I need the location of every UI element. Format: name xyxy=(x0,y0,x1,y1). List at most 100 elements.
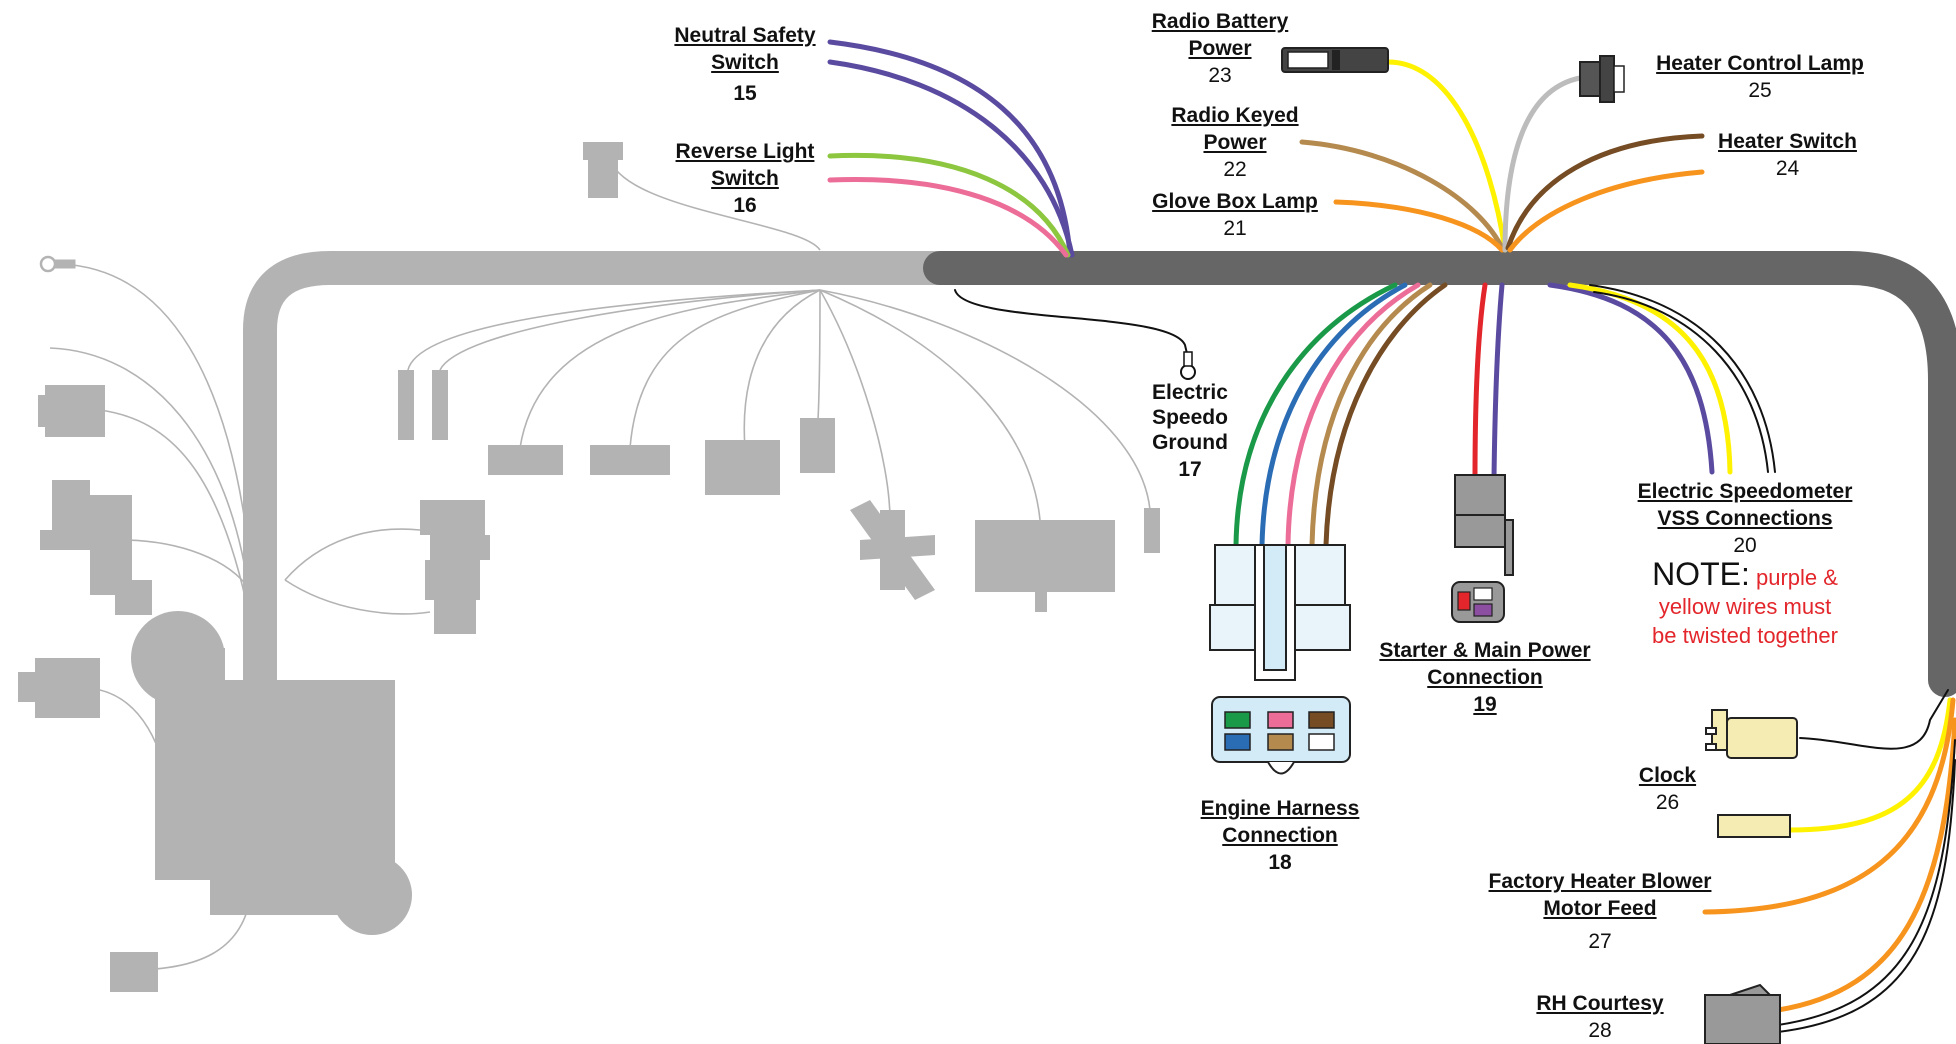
wire-heater-lamp xyxy=(1502,75,1583,253)
label-blower-line2: Motor Feed xyxy=(1543,897,1657,920)
label-blower-line1: Factory Heater Blower xyxy=(1488,870,1712,893)
label-heater-switch: Heater Switch 24 xyxy=(1705,128,1870,182)
label-reverse-light-line1: Reverse Light xyxy=(675,140,815,163)
wire-radio-battery xyxy=(1385,59,1508,253)
label-radio-battery-power: Radio Battery Power 23 xyxy=(1140,8,1300,89)
vss-note: NOTE: purple & yellow wires must be twis… xyxy=(1620,558,1870,650)
label-electric-speedometer-vss: Electric Speedometer VSS Connections 20 xyxy=(1620,478,1870,559)
wire-engine-pink xyxy=(1285,282,1421,548)
label-radio-battery-number: 23 xyxy=(1208,64,1232,87)
connector-mid-5 xyxy=(705,440,780,495)
label-starter-main-power: Starter & Main Power Connection 19 xyxy=(1365,637,1605,718)
wire-heater-switch-brown xyxy=(1505,133,1705,251)
connector-slim-1 xyxy=(398,370,414,440)
connector-mid-1 xyxy=(420,500,490,560)
label-rh-courtesy: RH Courtesy 28 xyxy=(1520,990,1680,1044)
wire-reverse-light-pink xyxy=(827,176,1069,258)
wire-neutral-safety-1 xyxy=(827,39,1073,258)
label-engine-harness-line1: Engine Harness xyxy=(1200,797,1360,820)
label-vss-number: 20 xyxy=(1733,534,1757,557)
wire-clock-black xyxy=(1799,689,1949,750)
label-heater-switch-title: Heater Switch xyxy=(1718,130,1857,153)
connector-slim-2 xyxy=(432,370,448,440)
wire-engine-green xyxy=(1233,282,1398,548)
label-clock: Clock 26 xyxy=(1620,762,1715,816)
label-electric-speedo-ground: Electric Speedo Ground 17 xyxy=(1140,380,1240,482)
label-starter-number: 19 xyxy=(1473,693,1497,716)
label-radio-keyed-number: 22 xyxy=(1223,158,1247,181)
gray-harness-trunk xyxy=(243,251,957,717)
connector-small-right xyxy=(1144,508,1160,553)
label-radio-battery-line1: Radio Battery xyxy=(1151,10,1289,33)
label-vss-line2: VSS Connections xyxy=(1657,507,1833,530)
label-engine-harness: Engine Harness Connection 18 xyxy=(1170,795,1390,876)
label-clock-title: Clock xyxy=(1638,764,1697,787)
wire-engine-tan xyxy=(1309,282,1433,548)
connector-mid-1b xyxy=(425,560,480,600)
label-starter-line1: Starter & Main Power xyxy=(1379,639,1591,662)
label-neutral-safety: Neutral Safety Switch 15 xyxy=(660,22,830,107)
label-radio-keyed-line1: Radio Keyed xyxy=(1171,104,1299,127)
connector-left-2 xyxy=(40,480,152,615)
label-starter-line2: Connection xyxy=(1427,666,1543,689)
connector-mid-4 xyxy=(590,445,670,475)
engine-harness-connector-icon xyxy=(1209,544,1351,775)
connector-large-right xyxy=(975,520,1115,592)
wire-clock-yellow xyxy=(1787,697,1953,833)
wire-neutral-safety-2 xyxy=(827,59,1075,258)
light-switch-component xyxy=(850,500,935,600)
wire-vss-yellow xyxy=(1567,282,1733,475)
wire-reverse-light-green xyxy=(827,152,1071,258)
wire-vss-black-2 xyxy=(1593,291,1769,473)
label-engine-harness-number: 18 xyxy=(1268,851,1292,874)
connector-bottom-left xyxy=(110,952,158,992)
connector-left-1 xyxy=(45,385,105,437)
clock-connector-icon xyxy=(1705,709,1798,759)
label-engine-harness-line2: Connection xyxy=(1222,824,1338,847)
colored-wires xyxy=(827,39,1956,1033)
speedo-ground-ring-terminal-icon xyxy=(1180,351,1196,380)
heater-control-lamp-socket-icon xyxy=(1579,55,1625,103)
connector-mid-2 xyxy=(434,600,476,634)
label-heater-switch-number: 24 xyxy=(1775,157,1800,180)
wire-vss-purple xyxy=(1547,282,1715,475)
small-top-connector xyxy=(583,142,623,198)
label-glove-box-lamp: Glove Box Lamp 21 xyxy=(1135,188,1335,242)
existing-harness-gray xyxy=(18,142,1160,992)
label-vss-line1: Electric Speedometer xyxy=(1637,480,1853,503)
label-heater-control-lamp: Heater Control Lamp 25 xyxy=(1645,50,1875,104)
label-glove-box-number: 21 xyxy=(1223,217,1247,240)
label-neutral-safety-line1: Neutral Safety xyxy=(674,24,816,47)
wire-starter-red xyxy=(1472,282,1488,481)
radio-battery-connector-icon xyxy=(1281,47,1389,73)
wire-starter-purple xyxy=(1491,282,1505,481)
wire-engine-blue xyxy=(1259,282,1408,548)
ring-terminal-icon xyxy=(39,255,76,273)
dark-harness-trunk xyxy=(923,251,1956,697)
label-rh-courtesy-title: RH Courtesy xyxy=(1536,992,1664,1015)
label-reverse-light-line2: Switch xyxy=(711,167,779,190)
label-speedo-ground-line3: Ground xyxy=(1152,431,1228,454)
connector-left-3b xyxy=(18,672,43,702)
label-speedo-ground-line2: Speedo xyxy=(1152,406,1228,429)
fuse-block-round-left xyxy=(131,611,225,705)
vss-note-line2: yellow wires must xyxy=(1658,594,1832,619)
fuse-block-body xyxy=(155,648,395,915)
label-reverse-light-number: 16 xyxy=(733,194,757,217)
wire-blower-orange xyxy=(1702,697,1956,915)
wire-courtesy-orange xyxy=(1775,717,1956,1013)
label-speedo-ground-number: 17 xyxy=(1178,458,1202,481)
connector-mid-3 xyxy=(488,445,563,475)
label-clock-number: 26 xyxy=(1655,791,1680,814)
clock-lamp-connector-icon xyxy=(1717,814,1791,838)
label-heater-lamp-number: 25 xyxy=(1748,79,1772,102)
label-radio-battery-line2: Power xyxy=(1188,37,1252,60)
vss-note-word: NOTE: xyxy=(1652,556,1750,592)
label-speedo-ground-line1: Electric xyxy=(1152,381,1228,404)
label-neutral-safety-line2: Switch xyxy=(711,51,779,74)
label-rh-courtesy-number: 28 xyxy=(1588,1019,1612,1042)
label-neutral-safety-number: 15 xyxy=(733,82,757,105)
connector-left-3 xyxy=(35,658,100,718)
label-factory-heater-blower: Factory Heater Blower Motor Feed 27 xyxy=(1470,868,1730,955)
